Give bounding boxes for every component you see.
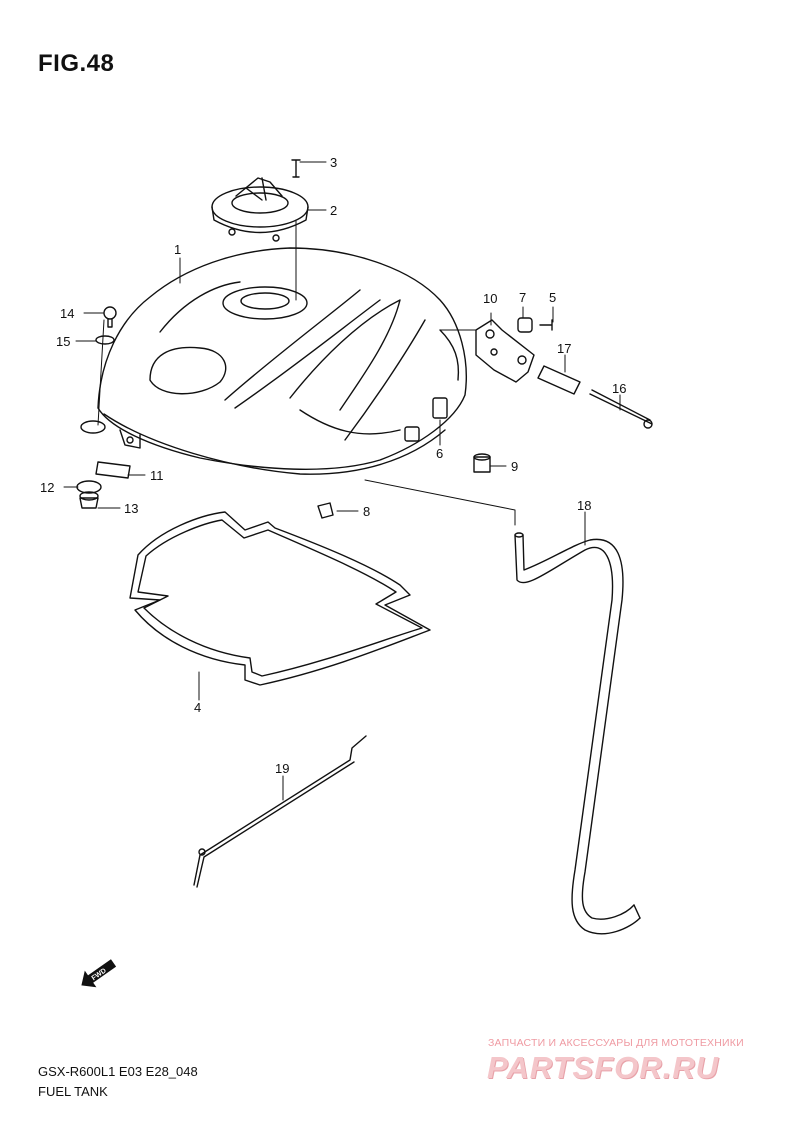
callout-15: 15 [56,334,70,349]
fuel-cap-assembly [211,159,309,242]
callout-11: 11 [150,468,164,483]
callout-10: 10 [483,291,497,306]
fuel-tank-body [97,247,467,475]
callout-7: 7 [519,290,526,305]
watermark-logo: PARTSFOR.RU [487,1050,720,1085]
callout-3: 3 [330,155,337,170]
callout-4: 4 [194,700,201,715]
callout-12: 12 [40,480,54,495]
tank-rear-bracket [475,317,653,429]
callout-labels: 1 2 3 4 5 6 7 8 9 10 11 12 13 14 15 16 1… [40,155,626,776]
callout-16: 16 [612,381,626,396]
drain-hose [514,532,641,935]
callout-8: 8 [363,504,370,519]
small-fittings [317,453,491,519]
tank-prop-rod [193,735,367,888]
callout-9: 9 [511,459,518,474]
leader-lines [63,161,621,801]
callout-1: 1 [174,242,181,257]
callout-13: 13 [124,501,138,516]
model-code: GSX-R600L1 E03 E28_048 [38,1064,198,1079]
callout-17: 17 [557,341,571,356]
part-name: FUEL TANK [38,1084,108,1099]
fwd-arrow-icon: FWD [81,959,117,988]
left-mount-hardware [76,306,131,509]
figure-title: FIG.48 [38,50,115,77]
tank-seal [129,511,431,686]
callout-5: 5 [549,290,556,305]
watermark-tagline: ЗАПЧАСТИ И АКСЕССУАРЫ ДЛЯ МОТОТЕХНИКИ [488,1037,744,1049]
callout-6: 6 [436,446,443,461]
callout-18: 18 [577,498,591,513]
fwd-label: FWD [91,967,108,982]
callout-14: 14 [60,306,74,321]
callout-19: 19 [275,761,289,776]
callout-2: 2 [330,203,337,218]
